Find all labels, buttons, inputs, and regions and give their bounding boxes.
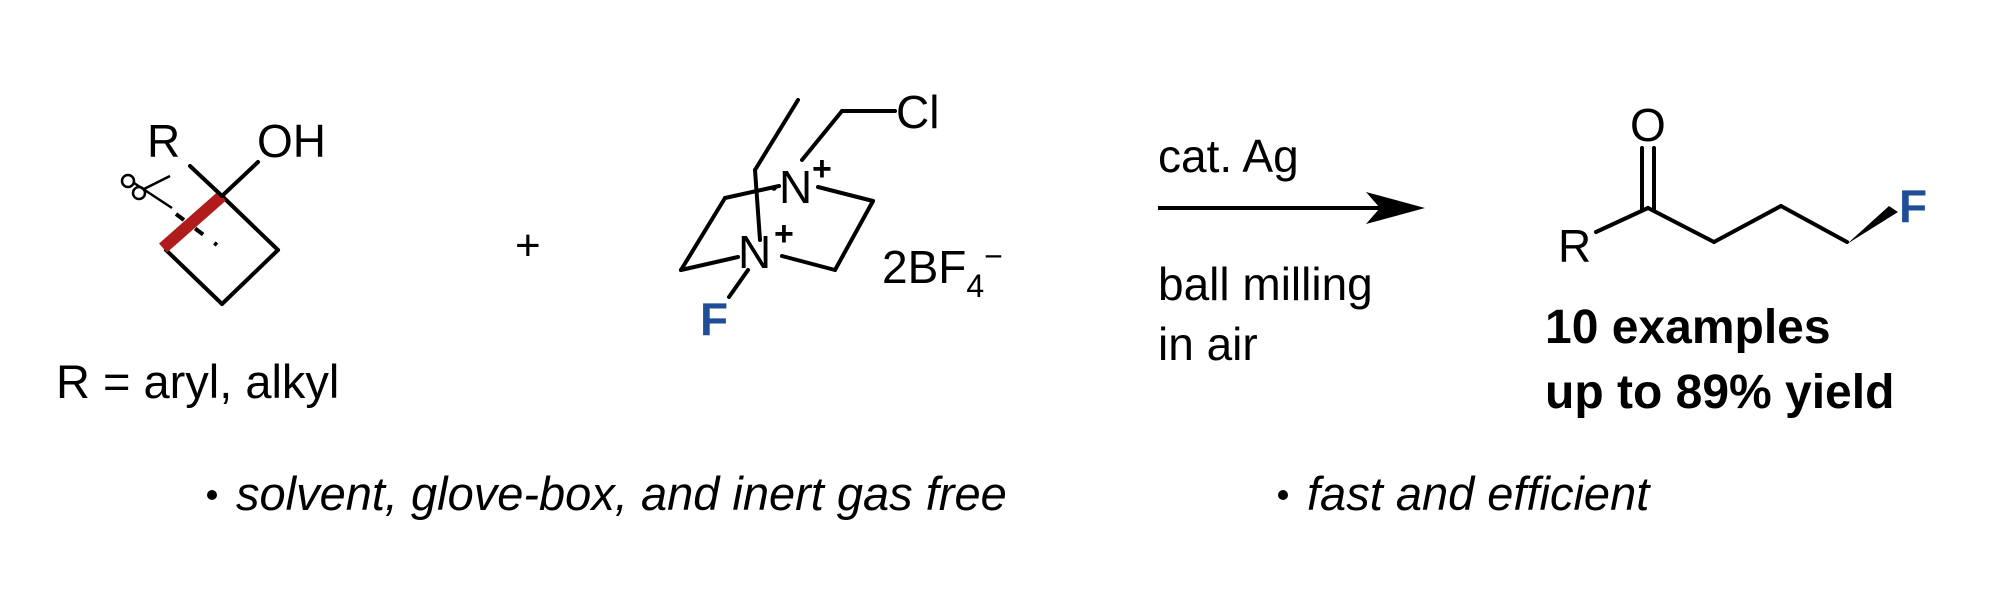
counterion-subscript: 4 bbox=[966, 268, 984, 304]
n-top-charge: + bbox=[812, 150, 832, 188]
reagent-fluorine-label: F bbox=[700, 293, 728, 345]
product-yield: up to 89% yield bbox=[1545, 366, 1894, 419]
reactant-oh-label: OH bbox=[257, 115, 326, 167]
cage-bond-6 bbox=[780, 254, 837, 272]
product-fluorine-label: F bbox=[1899, 180, 1927, 232]
r-bond bbox=[188, 164, 224, 198]
r-definition: R = aryl, alkyl bbox=[56, 355, 339, 408]
n-bottom-label: N bbox=[738, 226, 771, 278]
cage-bond-2 bbox=[753, 168, 762, 242]
nf-bond bbox=[727, 268, 750, 299]
chlorine-label: Cl bbox=[896, 86, 939, 138]
cage-bond-7 bbox=[723, 184, 781, 200]
bullet-dot-2 bbox=[1278, 490, 1288, 500]
cage-bond-5 bbox=[833, 199, 875, 272]
ring-bond-bottom-left bbox=[164, 248, 224, 306]
product-structure bbox=[1594, 146, 1898, 244]
oh-bond bbox=[220, 160, 260, 198]
cleavage-dash-line bbox=[174, 212, 219, 247]
condition-ball-milling: ball milling bbox=[1158, 258, 1373, 310]
selectfluor-structure bbox=[679, 98, 897, 299]
ring-bond-bottom-right bbox=[220, 248, 280, 306]
chain-bond-1 bbox=[1594, 206, 1650, 234]
scissors-icon bbox=[120, 173, 173, 210]
chain-bond-3 bbox=[1712, 204, 1783, 244]
ring-bond-top-right bbox=[220, 194, 280, 252]
cage-bond-3 bbox=[800, 109, 844, 162]
feature-solvent-free: solvent, glove-box, and inert gas free bbox=[236, 467, 1007, 520]
reaction-arrow bbox=[1158, 192, 1425, 224]
cage-bond-9 bbox=[679, 255, 740, 272]
product-oxygen-label: O bbox=[1630, 99, 1666, 151]
cage-bond-1 bbox=[753, 98, 800, 172]
n-top-label: N bbox=[779, 161, 812, 213]
feature-fast-efficient: fast and efficient bbox=[1307, 467, 1651, 520]
wedge-bond bbox=[1847, 206, 1898, 244]
cyclobutanol-structure bbox=[120, 160, 280, 306]
counterion-prefix: 2BF bbox=[882, 241, 966, 293]
nitrogen-dot bbox=[771, 185, 777, 191]
bullet-dot-1 bbox=[207, 490, 217, 500]
chain-bond-2 bbox=[1646, 206, 1716, 244]
n-bottom-charge: + bbox=[774, 215, 794, 253]
condition-catalyst: cat. Ag bbox=[1158, 130, 1299, 182]
reactant-r-label: R bbox=[147, 115, 180, 167]
product-r-label: R bbox=[1558, 220, 1591, 272]
cage-bond-4 bbox=[816, 185, 875, 203]
cage-bond-8 bbox=[679, 196, 727, 272]
counterion-charge: − bbox=[984, 238, 1003, 274]
arrow-head bbox=[1366, 192, 1425, 224]
product-examples: 10 examples bbox=[1545, 301, 1831, 354]
counterion-label: 2BF4− bbox=[882, 238, 1003, 304]
chain-bond-4 bbox=[1779, 204, 1849, 244]
cleaved-bond bbox=[159, 191, 226, 253]
plus-sign: + bbox=[515, 221, 541, 270]
condition-in-air: in air bbox=[1158, 318, 1258, 370]
